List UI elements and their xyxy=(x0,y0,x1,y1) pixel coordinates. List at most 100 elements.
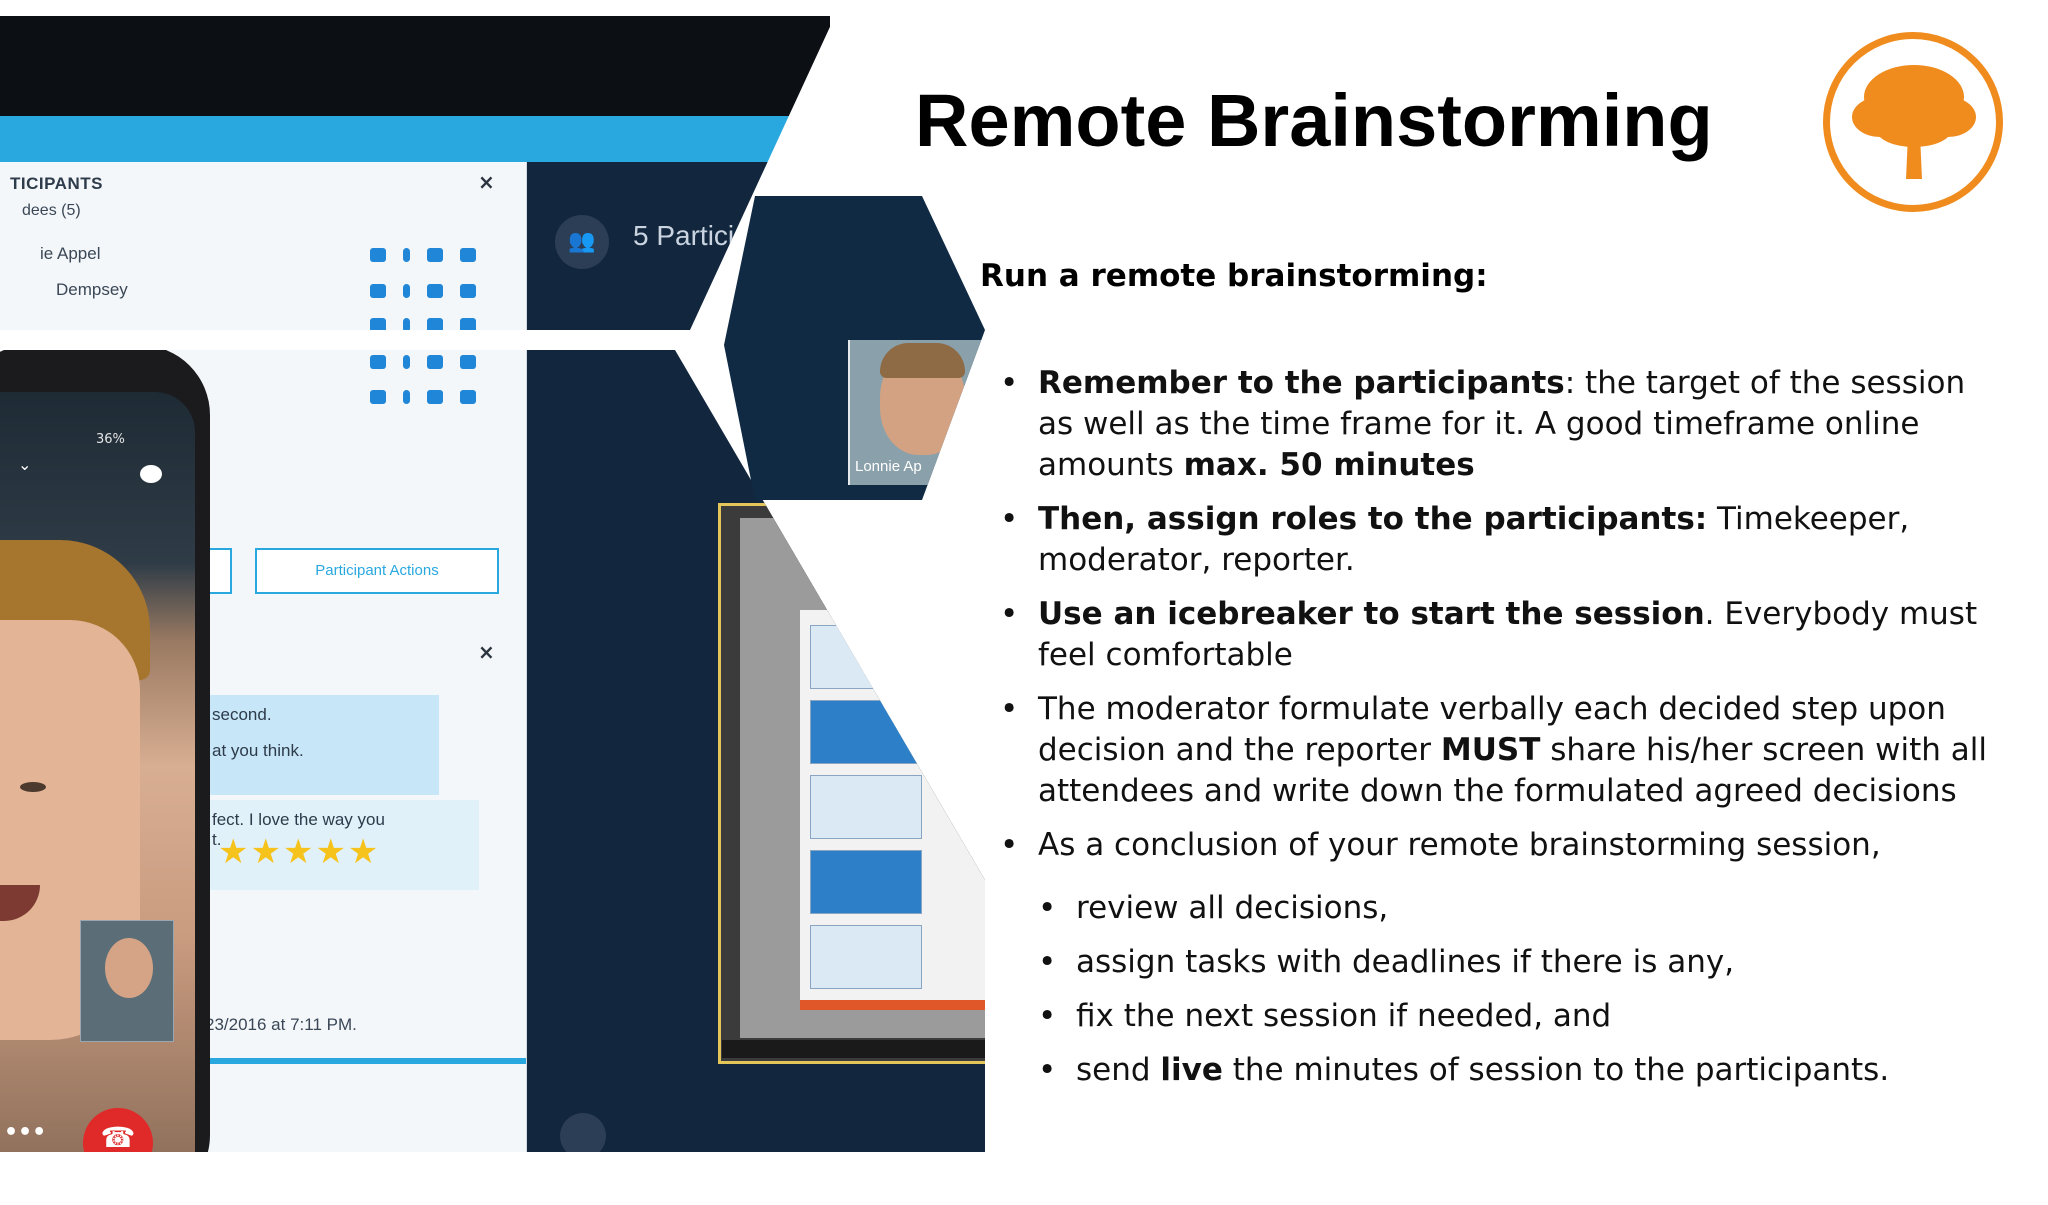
slide-thumbnail xyxy=(810,625,922,689)
chat-text: fect. I love the way you xyxy=(212,810,385,829)
chat-icon[interactable] xyxy=(560,1113,606,1152)
bullet-text: share his/her screen with all attendees … xyxy=(1038,732,1987,809)
participant-controls xyxy=(370,355,476,369)
bullet-item: • Remember to the participants: the targ… xyxy=(1000,363,2010,486)
bullet-bold: MUST xyxy=(1440,732,1541,768)
chat-icon[interactable] xyxy=(370,318,386,330)
screen-icon[interactable] xyxy=(460,318,476,330)
bullet-text: As a conclusion of your remote brainstor… xyxy=(1038,827,1881,863)
video-icon[interactable] xyxy=(427,390,443,404)
mic-icon[interactable] xyxy=(403,248,410,262)
bullet-text: review all decisions, xyxy=(1076,890,1389,926)
video-name: Lonnie Ap xyxy=(855,458,922,475)
laptop-bezel xyxy=(0,16,830,116)
sub-bullet-item: • send live the minutes of session to th… xyxy=(1000,1050,2010,1091)
chevron-down-icon[interactable]: ⌄ xyxy=(18,455,32,474)
chat-icon[interactable] xyxy=(370,284,386,298)
chat-icon[interactable] xyxy=(370,390,386,404)
slide-thumbnail xyxy=(810,775,922,839)
intro-text: Run a remote brainstorming: xyxy=(980,258,1488,294)
screen-icon[interactable] xyxy=(460,390,476,404)
bullet-dot: • xyxy=(1038,1052,1057,1088)
bullet-list: • Remember to the participants: the targ… xyxy=(1000,363,2010,879)
bullet-text: . Everybody must feel comfortable xyxy=(1038,596,1978,673)
chat-text: t. xyxy=(212,830,222,849)
bullet-dot: • xyxy=(1000,365,1019,401)
participant-controls xyxy=(370,390,476,404)
collage-bottom-panel: Participant Actions × second. at you thi… xyxy=(0,350,985,1152)
screen-icon[interactable] xyxy=(460,355,476,369)
mic-icon[interactable] xyxy=(403,390,410,404)
bullet-text: the minutes of session to the participan… xyxy=(1222,1052,1890,1088)
chat-text: at you think. xyxy=(212,741,304,760)
bullet-text: Timekeeper, moderator, reporter. xyxy=(1038,501,1910,578)
bullet-dot: • xyxy=(1038,998,1057,1034)
slide-thumbnail xyxy=(810,700,922,764)
chat-message: second. at you think. xyxy=(200,695,439,795)
bullet-dot: • xyxy=(1000,501,1019,537)
mic-icon[interactable] xyxy=(403,284,410,298)
document-accent xyxy=(800,1000,985,1010)
person-eye xyxy=(20,782,46,792)
participant-name: Dempsey xyxy=(56,280,128,299)
close-icon[interactable]: × xyxy=(478,640,495,664)
bullet-dot: • xyxy=(1038,944,1057,980)
screen-icon[interactable] xyxy=(460,248,476,262)
bullet-bold: Remember to the participants xyxy=(1038,365,1565,401)
chat-text: second. xyxy=(212,705,272,724)
chat-message: fect. I love the way you t. xyxy=(200,800,479,890)
video-icon[interactable] xyxy=(427,355,443,369)
bullet-bold: max. 50 minutes xyxy=(1183,447,1475,483)
video-icon[interactable] xyxy=(427,284,443,298)
tree-logo xyxy=(1823,32,2003,212)
bullet-dot: • xyxy=(1000,691,1019,727)
participant-controls xyxy=(370,284,476,298)
close-icon[interactable]: × xyxy=(478,170,495,194)
bullet-bold: Then, assign roles to the participants: xyxy=(1038,501,1708,537)
participant-controls xyxy=(370,318,476,330)
self-view-face xyxy=(105,938,153,998)
bullet-item: • As a conclusion of your remote brainst… xyxy=(1000,825,2010,866)
bullet-dot: • xyxy=(1038,890,1057,926)
video-icon[interactable] xyxy=(427,248,443,262)
speech-bubble-icon[interactable] xyxy=(140,465,162,483)
screen-icon[interactable] xyxy=(460,284,476,298)
slide-thumbnail xyxy=(810,925,922,989)
people-icon[interactable]: 👥 xyxy=(555,215,609,269)
chat-timestamp: 23/2016 at 7:11 PM. xyxy=(205,1015,357,1034)
app-titlebar xyxy=(0,116,830,162)
participants-header: TICIPANTS xyxy=(10,174,103,193)
bullet-text: The moderator formulate verbally each de… xyxy=(1038,691,1946,768)
sub-bullet-item: • review all decisions, xyxy=(1000,888,2010,929)
bullet-bold: Use an icebreaker to start the session xyxy=(1038,596,1705,632)
bullet-text: send xyxy=(1076,1052,1161,1088)
chat-icon[interactable] xyxy=(370,248,386,262)
mic-icon[interactable] xyxy=(403,355,410,369)
bullet-item: • Use an icebreaker to start the session… xyxy=(1000,594,2010,676)
chat-icon[interactable] xyxy=(370,355,386,369)
more-icon[interactable]: ••• xyxy=(4,1120,47,1145)
participant-controls xyxy=(370,248,476,262)
slide-title: Remote Brainstorming xyxy=(915,79,1713,162)
participants-pane xyxy=(0,162,527,330)
sub-bullet-item: • fix the next session if needed, and xyxy=(1000,996,2010,1037)
bullet-text: : the target of the session as well as t… xyxy=(1038,365,1966,483)
bullet-text: fix the next session if needed, and xyxy=(1076,998,1612,1034)
bullet-dot: • xyxy=(1000,596,1019,632)
hangup-icon[interactable]: ☎ xyxy=(83,1108,153,1152)
collage-image: TICIPANTS dees (5) × ie Appel Dempsey 👥 … xyxy=(0,0,1000,1152)
battery-status: 36% xyxy=(96,432,125,447)
divider xyxy=(200,1058,526,1064)
bullet-text: assign tasks with deadlines if there is … xyxy=(1076,944,1735,980)
mic-icon[interactable] xyxy=(403,318,410,330)
bullet-item: • Then, assign roles to the participants… xyxy=(1000,499,2010,581)
collage-hex-panel: Lonnie Ap xyxy=(724,196,985,500)
tree-icon xyxy=(1852,65,1976,179)
collage-top-panel: TICIPANTS dees (5) × ie Appel Dempsey 👥 … xyxy=(0,16,835,330)
participant-actions-button[interactable]: Participant Actions xyxy=(255,548,499,594)
attendees-count: dees (5) xyxy=(22,202,81,219)
participant-name: ie Appel xyxy=(40,244,101,263)
video-icon[interactable] xyxy=(427,318,443,330)
bullet-item: • The moderator formulate verbally each … xyxy=(1000,689,2010,812)
sub-bullet-item: • assign tasks with deadlines if there i… xyxy=(1000,942,2010,983)
